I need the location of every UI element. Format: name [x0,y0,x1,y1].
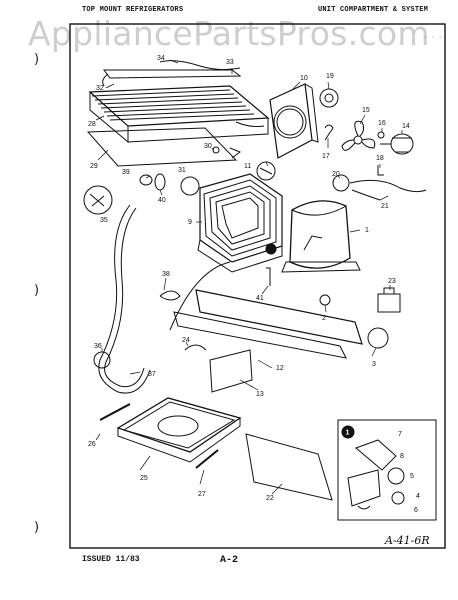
pan-rail-left [99,403,131,421]
callout-label: 17 [322,153,330,160]
callout-label: 28 [88,121,96,128]
header-right-title: UNIT COMPARTMENT & SYSTEM [318,6,429,14]
drain-tube [98,204,151,394]
back-panel [245,433,333,501]
callout-labels: 34 33 32 28 10 19 15 16 14 29 30 17 18 3… [88,55,420,514]
thermostat-circle [180,176,200,196]
callout-label: 34 [157,55,165,62]
wire-harness-part [332,174,427,201]
callout-label: 38 [162,271,170,278]
evaporator-coil [88,85,270,144]
binder-mark: ) [34,520,40,535]
callout-label: 41 [256,295,264,302]
callout-label: 15 [362,107,370,114]
grommet-small [319,294,331,306]
compressor [265,200,361,273]
power-cord [169,261,231,331]
callout-label: 14 [402,123,410,130]
callout-label: 40 [158,197,166,204]
issued-date: ISSUED 11/83 [82,555,140,564]
cord-clip-part [159,290,181,301]
callout-label: 3 [372,361,376,368]
binder-mark: ) [34,283,40,298]
handwritten-note: A-41-6R [385,534,430,547]
base-rail [173,289,363,359]
clip-part [324,124,334,141]
fan-blade [341,120,376,151]
callout-label: 8 [400,453,404,460]
grommet-part [319,88,339,108]
drain-plate [86,127,238,167]
callout-label: 12 [276,365,284,372]
callout-label: 33 [226,59,234,66]
retainer-clip [266,267,271,286]
callout-label: 31 [178,167,186,174]
bracket-part [377,165,384,176]
diagram-frame [69,23,446,549]
drain-fitting-circle [93,351,111,369]
pan-rail-right [195,449,219,469]
screw-part [212,146,242,159]
callout-label: 2 [322,315,326,322]
fan-motor [380,133,414,155]
callout-label: 1 [365,227,369,234]
callout-label: 37 [148,371,156,378]
callout-label: 19 [326,73,334,80]
callout-label: 24 [182,337,190,344]
callout-label: 35 [100,217,108,224]
leader-lines [95,59,403,495]
callout-label: 20 [332,171,340,178]
inset-marker-dot [265,243,277,255]
washer-part [377,131,385,139]
callout-label: 36 [94,343,102,350]
callout-label: 23 [388,278,396,285]
cord-end-part [184,344,207,351]
overload-circle [367,327,389,349]
callout-label: 22 [266,495,274,502]
callout-label: 13 [256,391,264,398]
header-left-title: TOP MOUNT REFRIGERATORS [82,6,184,14]
inset-detail-box [337,419,437,521]
page-number: A-2 [220,555,239,566]
callout-label: 21 [381,203,389,210]
callout-label: 25 [140,475,148,482]
callout-label: 16 [378,120,386,127]
callout-label: 39 [122,169,130,176]
drain-pan [116,397,242,463]
relay-part [377,287,401,313]
condenser-coil [197,173,283,273]
callout-label: 26 [88,441,96,448]
overload-wire-part [83,185,113,215]
callout-label: 18 [376,155,384,162]
callout-label: 27 [198,491,206,498]
watermark: AppliancePartsPros.com [28,14,430,53]
binder-mark: ) [34,52,40,67]
callout-label: 6 [414,507,418,514]
callout-label: 5 [410,473,414,480]
access-panel [209,349,253,393]
plug-part [139,173,166,191]
callout-label: 4 [416,493,420,500]
callout-label: 30 [204,143,212,150]
callout-label: 32 [96,85,104,92]
callout-label: 11 [244,163,251,170]
fan-shroud [269,83,319,159]
callout-label: 10 [300,75,308,82]
callout-label: 29 [90,163,98,170]
tubing-top-part [102,60,242,87]
grommet-circle [256,161,276,181]
inset-marker-label: 1 [346,430,350,437]
callout-label: 9 [188,219,192,226]
corner-mark: · · · [424,34,443,41]
callout-label: 7 [398,431,402,438]
